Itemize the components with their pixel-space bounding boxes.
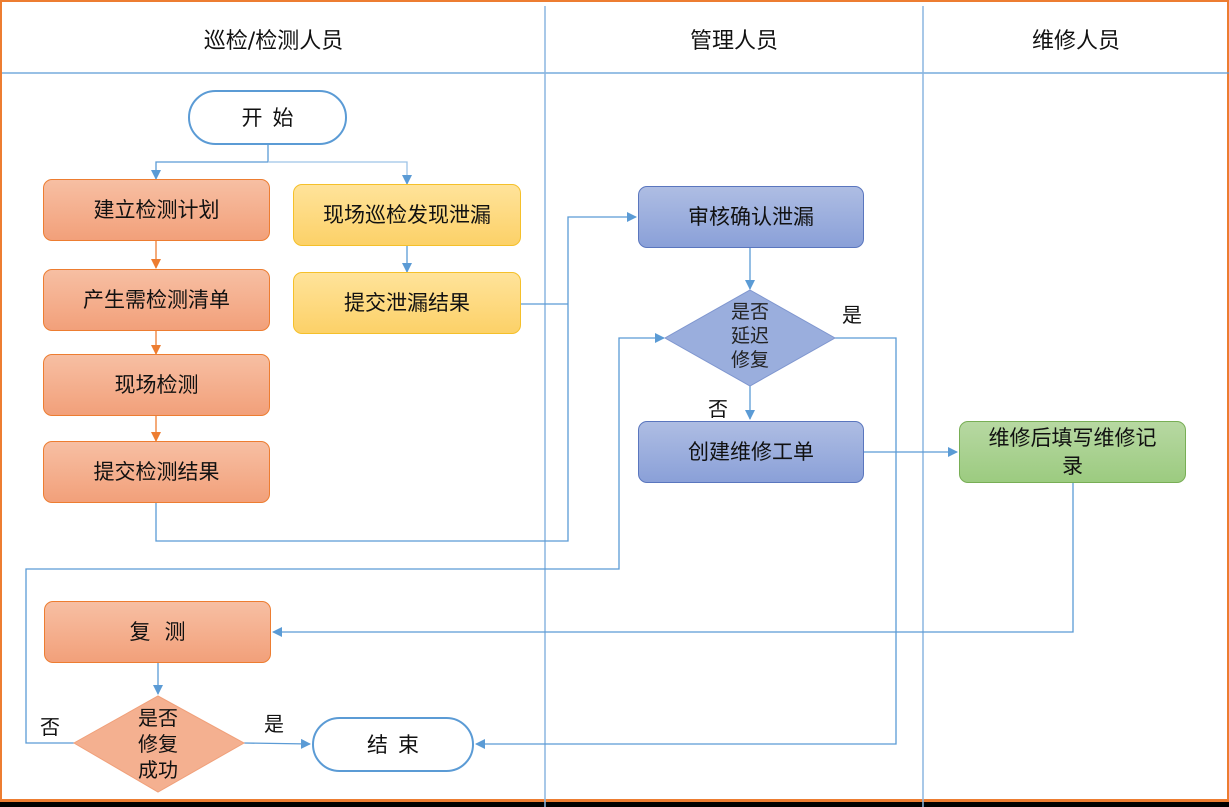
decision-success-line: 修复 (138, 732, 178, 756)
node-patrol-leak[interactable]: 现场巡检发现泄漏 (293, 184, 521, 246)
end-node[interactable]: 结束 (312, 717, 474, 772)
edge-submit-detect-to-review (155, 212, 637, 542)
decision-delay-line: 延迟 (730, 325, 769, 347)
node-review-leak[interactable]: 审核确认泄漏 (638, 186, 864, 248)
edge-label-delay-no: 否 (708, 397, 728, 421)
decision-delay-line: 修复 (730, 349, 769, 371)
edge-record-to-retest (272, 483, 1074, 637)
node-generate-list[interactable]: 产生需检测清单 (43, 269, 270, 331)
edge-start-to-patrol (268, 161, 412, 185)
decision-success-line: 成功 (138, 758, 178, 782)
node-create-plan[interactable]: 建立检测计划 (43, 179, 270, 241)
edge-label-delay-yes: 是 (842, 303, 862, 327)
edge-label-success-no: 否 (40, 715, 60, 739)
node-repair-record[interactable]: 维修后填写维修记 录 (959, 421, 1186, 483)
repair-record-line-2: 录 (1062, 454, 1083, 478)
decision-success-shape (72, 695, 246, 793)
start-node[interactable]: 开始 (188, 90, 347, 145)
node-onsite-detect[interactable]: 现场检测 (43, 354, 270, 416)
decision-delay-repair[interactable]: 是否 延迟 修复 (710, 300, 790, 372)
node-submit-detect[interactable]: 提交检测结果 (43, 441, 270, 503)
edge-start-to-plan (151, 161, 268, 180)
edge-label-success-yes: 是 (264, 712, 284, 736)
node-work-order[interactable]: 创建维修工单 (638, 421, 864, 483)
lane-title-repairer: 维修人员 (1031, 29, 1120, 54)
decision-delay-shape (663, 289, 837, 387)
edge-success-no-loop (25, 333, 665, 744)
lane-title-inspector: 巡检/检测人员 (203, 29, 344, 54)
decision-repair-success[interactable]: 是否 修复 成功 (118, 705, 198, 783)
decision-delay-line: 是否 (730, 301, 769, 323)
edge-success-yes-to-end (243, 738, 311, 749)
node-submit-leak[interactable]: 提交泄漏结果 (293, 272, 521, 334)
repair-record-line-1: 维修后填写维修记 (988, 426, 1157, 450)
edge-delay-yes-to-end (475, 337, 897, 749)
node-retest[interactable]: 复测 (44, 601, 271, 663)
decision-success-line: 是否 (138, 706, 178, 730)
lane-title-manager: 管理人员 (689, 29, 778, 54)
